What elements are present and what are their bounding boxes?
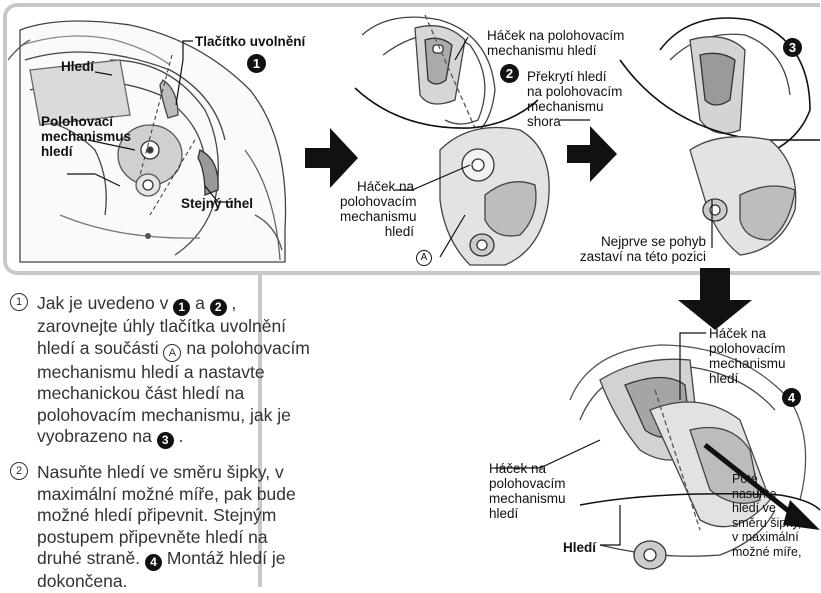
overlap-from-top-label: Překrytí hledí na polohovacím mechanismu…: [527, 69, 622, 129]
visor-label: Hledí: [61, 59, 94, 74]
slide-visor-label: Poté nasuňte hledí ve směru šipky, v max…: [732, 472, 801, 559]
step-2-text: Nasuňte hledí ve směru šipky, v maximáln…: [10, 462, 310, 593]
badge-2: 2: [500, 64, 519, 83]
step-2-badge-4: 4: [145, 554, 162, 571]
hook-on-pivot-top-label: Háček na polohovacím mechanismu hledí: [487, 28, 624, 58]
step-1-badge-2: 2: [210, 299, 227, 316]
arrow-right-2: [567, 126, 617, 182]
badge-3: 3: [783, 38, 802, 57]
same-angle-label: Stejný úhel: [181, 196, 253, 211]
step-1-part: .: [174, 426, 184, 446]
hook-on-pivot-left-label: Háček na polohovacím mechanismu hledí: [340, 179, 414, 239]
part-a-marker: A: [416, 250, 432, 266]
step-1-badge-1: 1: [173, 299, 190, 316]
step-1-part: Jak je uvedeno v: [37, 293, 173, 313]
step-2-number: 2: [10, 462, 28, 480]
step-1-part: a: [190, 293, 209, 313]
step-1-text: Jak je uvedeno v 1 a 2 , zarovnejte úhly…: [10, 293, 310, 449]
hook-on-pivot-right-label: Háček na polohovacím mechanismu hledí: [709, 326, 786, 386]
step-1-badge-3: 3: [157, 432, 174, 449]
panel3-leader-lines: [560, 120, 712, 248]
badge-4: 4: [782, 388, 801, 407]
step-1-number: 1: [10, 293, 28, 311]
arrow-down: [678, 268, 752, 330]
pivot-mechanism-label: Polohovací mechanismus hledí: [41, 114, 131, 159]
part-a-label: A: [416, 250, 432, 266]
first-stops-label: Nejprve se pohyb zastaví na této pozici: [566, 234, 706, 264]
badge-1: 1: [247, 54, 266, 73]
step-2: 2 Nasuňte hledí ve směru šipky, v maximá…: [10, 462, 310, 593]
release-button-label: Tlačítko uvolnění: [195, 34, 305, 49]
visor-bottom-label: Hledí: [563, 540, 596, 555]
step-1-part-a: A: [163, 344, 181, 362]
step-1: 1 Jak je uvedeno v 1 a 2 , zarovnejte úh…: [10, 293, 310, 449]
hook-on-pivot-bottom-label: Háček na polohovacím mechanismu hledí: [489, 461, 566, 521]
